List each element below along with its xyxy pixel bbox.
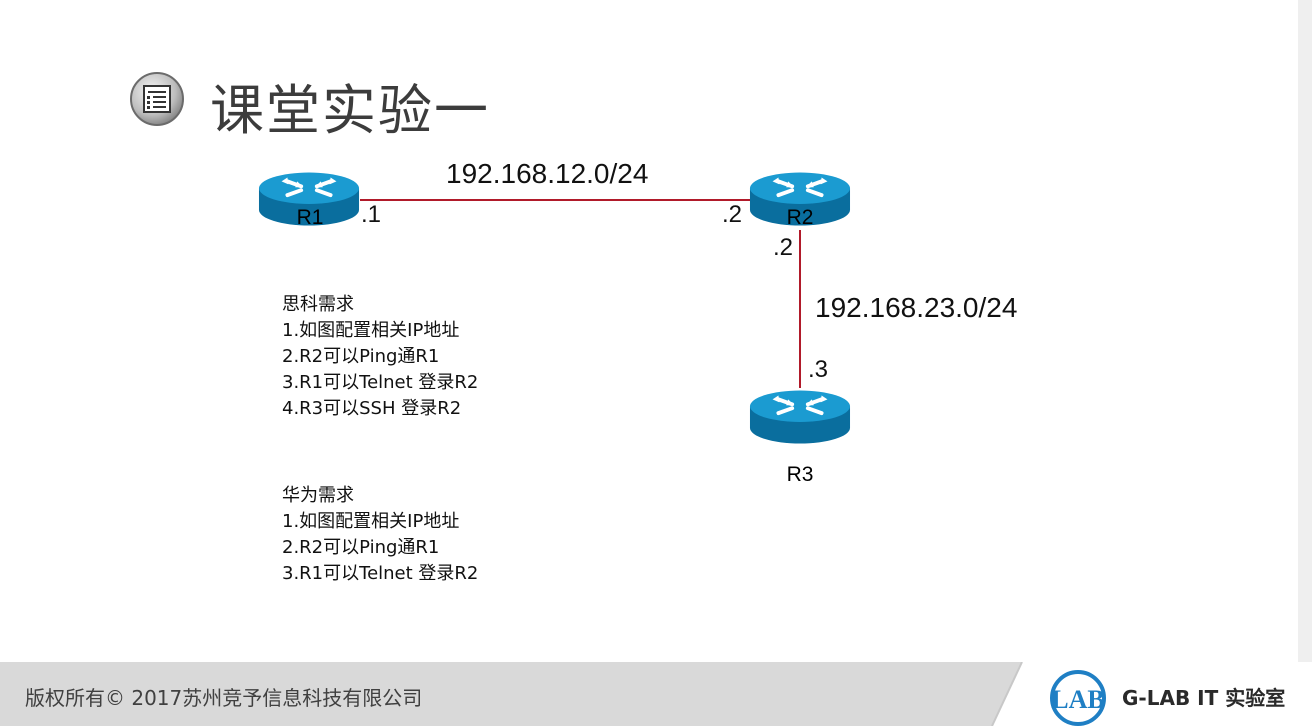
router-r3-label: R3 xyxy=(787,463,814,486)
list-item: 3.R1可以Telnet 登录R2 xyxy=(282,372,479,393)
footer-bar xyxy=(0,662,1312,726)
notepad-icon xyxy=(130,72,184,126)
interface-label-r2-bottom: .2 xyxy=(773,234,794,261)
lab-logo-text: LAB xyxy=(1051,685,1104,714)
list-item: 3.R1可以Telnet 登录R2 xyxy=(282,563,479,584)
page-title: 课堂实验一 xyxy=(210,79,490,142)
huawei-heading: 华为需求 xyxy=(282,485,354,506)
cisco-heading: 思科需求 xyxy=(282,294,354,315)
list-item: 4.R3可以SSH 登录R2 xyxy=(282,398,462,419)
interface-label-r1: .1 xyxy=(361,201,382,228)
network-label-r2-r3: 192.168.23.0/24 xyxy=(815,292,1018,323)
huawei-requirements: 华为需求 1.如图配置相关IP地址 2.R2可以Ping通R1 3.R1可以Te… xyxy=(282,483,478,587)
cisco-requirements: 思科需求 1.如图配置相关IP地址 2.R2可以Ping通R1 3.R1可以Te… xyxy=(282,292,478,422)
interface-label-r3: .3 xyxy=(808,356,829,383)
network-label-r1-r2: 192.168.12.0/24 xyxy=(446,158,649,189)
lab-logo: LAB xyxy=(1050,670,1106,726)
list-item: 1.如图配置相关IP地址 xyxy=(282,511,460,532)
brand-name: G-LAB IT 实验室 xyxy=(1122,686,1286,710)
router-r3-icon[interactable] xyxy=(749,390,851,446)
copyright-text: 版权所有© 2017苏州竞予信息科技有限公司 xyxy=(25,686,423,710)
router-r2-label: R2 xyxy=(787,206,814,229)
list-item: 1.如图配置相关IP地址 xyxy=(282,320,460,341)
router-r1-label: R1 xyxy=(297,206,324,229)
right-edge-strip xyxy=(1298,0,1312,662)
list-item: 2.R2可以Ping通R1 xyxy=(282,346,440,367)
network-topology: R1 R2 R3 xyxy=(258,172,851,486)
interface-label-r2-left: .2 xyxy=(722,201,743,228)
list-item: 2.R2可以Ping通R1 xyxy=(282,537,440,558)
